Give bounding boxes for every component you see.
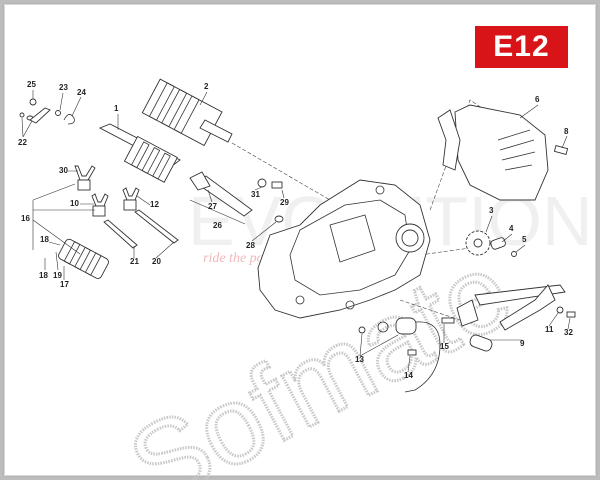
callout-22: 22 — [18, 138, 27, 147]
callout-25: 25 — [27, 80, 36, 89]
counter-shaft — [141, 78, 233, 147]
callout-32: 32 — [564, 328, 573, 337]
callout-30: 30 — [59, 166, 68, 175]
neutral-switch — [358, 317, 441, 393]
callout-13: 13 — [355, 355, 364, 364]
callout-12: 12 — [150, 200, 159, 209]
callout-6: 6 — [535, 95, 540, 104]
callout-31: 31 — [251, 190, 260, 199]
main-shaft — [98, 114, 181, 183]
callout-20: 20 — [152, 257, 161, 266]
crankcase — [257, 179, 431, 319]
callout-4: 4 — [509, 224, 514, 233]
shift-lever-hardware — [19, 90, 82, 138]
callout-27: 27 — [208, 202, 217, 211]
callout-28: 28 — [246, 241, 255, 250]
front-sprocket — [465, 215, 526, 257]
callout-24: 24 — [77, 88, 86, 97]
gear-shift-lever — [441, 284, 576, 352]
callout-15: 15 — [440, 342, 449, 351]
callout-23: 23 — [59, 83, 68, 92]
callout-18b: 18 — [39, 271, 48, 280]
callout-19: 19 — [53, 271, 62, 280]
callout-5: 5 — [522, 235, 527, 244]
callout-2: 2 — [204, 82, 209, 91]
selector-shaft — [189, 171, 285, 242]
callout-11: 11 — [545, 325, 554, 334]
callout-labels: 1 2 3 4 5 6 8 9 10 11 12 13 14 15 16 17 … — [18, 80, 573, 380]
callout-26: 26 — [213, 221, 222, 230]
section-code-badge: E12 — [475, 26, 568, 68]
callout-8: 8 — [564, 127, 569, 136]
shift-drum — [32, 183, 109, 280]
shift-forks — [68, 165, 179, 259]
callout-10: 10 — [70, 199, 79, 208]
callout-9: 9 — [520, 339, 525, 348]
callout-29: 29 — [280, 198, 289, 207]
callout-3: 3 — [489, 206, 494, 215]
callout-17: 17 — [60, 280, 69, 289]
callout-18: 18 — [40, 235, 49, 244]
callout-16: 16 — [21, 214, 30, 223]
callout-21: 21 — [130, 257, 139, 266]
callout-1: 1 — [114, 104, 119, 113]
sprocket-cover — [437, 104, 569, 201]
callout-14: 14 — [404, 371, 413, 380]
